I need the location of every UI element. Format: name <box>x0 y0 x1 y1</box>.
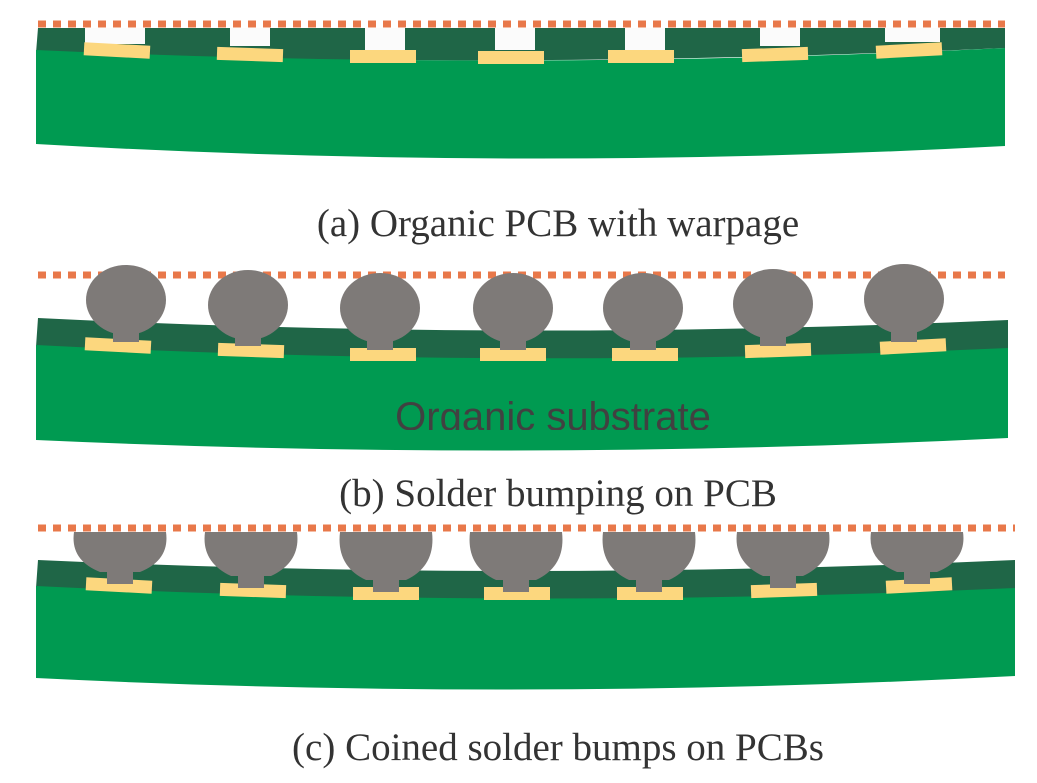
pad <box>350 348 416 361</box>
organic-substrate <box>36 48 1005 159</box>
coined-bump <box>469 532 563 592</box>
substrate-label-clip: Organic substrate <box>395 395 711 439</box>
caption: (c) Coined solder bumps on PCBs <box>292 726 824 769</box>
pad <box>353 587 419 600</box>
pad <box>875 42 943 59</box>
mask-openings <box>85 28 940 50</box>
coined-bump <box>736 532 830 588</box>
panel-c: (c) Coined solder bumps on PCBs <box>36 524 1015 769</box>
panel-b: Organic substrate (b) Solder bumping on … <box>36 264 1008 515</box>
pad <box>217 342 285 359</box>
pad <box>85 577 153 594</box>
solder-bump <box>603 273 683 350</box>
panel-a: (a) Organic PCB with warpage <box>36 20 1005 245</box>
coined-bump <box>602 532 696 592</box>
coined-bump <box>73 532 167 584</box>
pad <box>885 577 953 594</box>
pad <box>617 587 683 600</box>
solder-bump <box>86 265 166 342</box>
pad <box>219 582 287 599</box>
coined-solder-bumps <box>73 532 964 592</box>
copper-pads <box>84 337 947 361</box>
pad <box>608 50 674 63</box>
coined-bump <box>339 532 433 592</box>
organic-substrate <box>36 345 1008 451</box>
pad <box>350 50 416 63</box>
pad <box>612 348 678 361</box>
solder-bumps <box>86 264 944 350</box>
coined-bump <box>870 532 964 584</box>
pad <box>216 46 284 63</box>
solder-bump <box>733 269 813 346</box>
solder-bump <box>473 273 553 350</box>
caption: (b) Solder bumping on PCB <box>339 472 777 515</box>
pad <box>83 42 151 59</box>
copper-pads <box>85 577 953 600</box>
caption: (a) Organic PCB with warpage <box>317 202 799 245</box>
pad <box>741 46 809 63</box>
solder-bump <box>208 270 288 346</box>
substrate-label: Organic substrate <box>395 395 711 439</box>
organic-substrate <box>36 586 1015 690</box>
pad <box>750 582 818 599</box>
pad <box>879 338 947 355</box>
solder-bump <box>864 264 944 342</box>
pad <box>744 342 812 359</box>
pad <box>484 587 550 600</box>
coined-bump <box>204 532 298 588</box>
pad <box>478 51 544 64</box>
copper-pads <box>83 42 943 64</box>
solder-bump <box>340 273 420 350</box>
pad <box>480 348 546 361</box>
